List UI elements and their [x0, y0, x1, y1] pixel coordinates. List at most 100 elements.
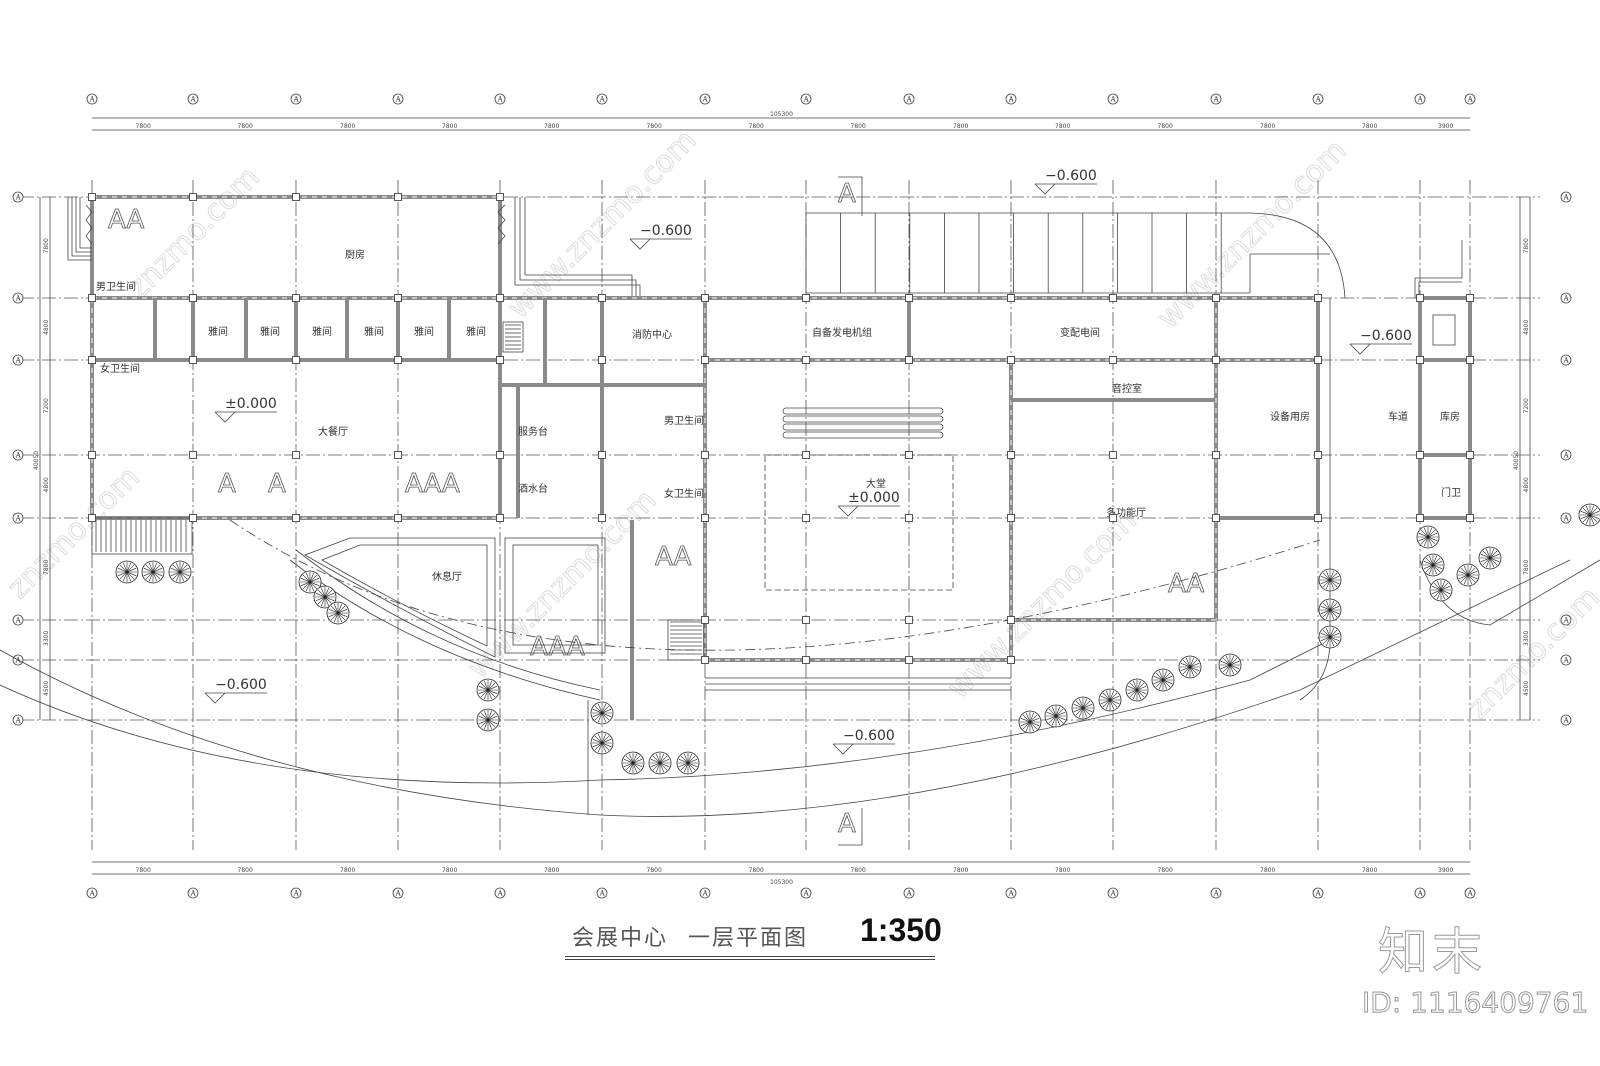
axis-bubble: A [494, 93, 506, 105]
tree-icon [141, 560, 165, 584]
svg-text:7800: 7800 [238, 123, 253, 130]
axis-bubble: A [1560, 292, 1572, 304]
svg-text:7800: 7800 [1260, 867, 1275, 874]
svg-text:±0.000: ±0.000 [848, 490, 900, 506]
axis-bubble: A [1005, 887, 1017, 899]
axis-bubble: A [86, 887, 98, 899]
section-marks: A A [838, 176, 863, 846]
svg-text:7800: 7800 [953, 123, 968, 130]
svg-text:7800: 7800 [43, 238, 50, 253]
svg-text:A: A [15, 452, 22, 460]
svg-text:znzmo.com: znzmo.com [1461, 580, 1600, 726]
axis-bubble: A [1107, 93, 1119, 105]
axis-bubble: A [1414, 887, 1426, 899]
svg-text:AA: AA [655, 542, 692, 572]
section-mark-top: A [838, 179, 856, 209]
overall-dimension-bottom: 105300 [770, 879, 793, 886]
axis-bubble: A [699, 887, 711, 899]
svg-text:7800: 7800 [238, 867, 253, 874]
room-label-substation: 变配电间 [1060, 326, 1100, 339]
axis-bubble: A [1464, 887, 1476, 899]
svg-text:7800: 7800 [136, 867, 151, 874]
tree-icon [1416, 525, 1440, 549]
svg-text:A: A [15, 717, 22, 725]
svg-text:7800: 7800 [647, 867, 662, 874]
svg-text:7800: 7800 [749, 123, 764, 130]
axis-bubble: A [903, 93, 915, 105]
svg-text:A: A [1110, 96, 1117, 104]
axis-bubble: A [12, 614, 24, 626]
svg-text:AA: AA [108, 205, 145, 235]
svg-text:A: A [1417, 96, 1424, 104]
axis-bubble: A [1560, 449, 1572, 461]
tree-icon [298, 570, 322, 594]
svg-text:7200: 7200 [43, 398, 50, 413]
svg-text:7800: 7800 [1260, 123, 1275, 130]
top-dimension-chain: 105300 [92, 111, 1470, 131]
svg-text:A: A [1213, 890, 1220, 898]
tree-icon [621, 751, 645, 775]
axis-bubble: A [1107, 887, 1119, 899]
tree-icon [1098, 688, 1122, 712]
svg-text:A: A [1467, 96, 1474, 104]
room-label-service-desk: 服务台 [518, 425, 548, 438]
svg-text:3900: 3900 [1438, 867, 1453, 874]
parking-stalls-top [805, 212, 1346, 701]
room-label-guard: 门卫 [1441, 486, 1461, 499]
axis-bubble: A [1210, 93, 1222, 105]
svg-text:A: A [803, 890, 810, 898]
svg-text:4800: 4800 [43, 320, 50, 335]
room-label-fire-control: 消防中心 [632, 328, 672, 341]
axis-bubble: A [596, 887, 608, 899]
svg-text:A: A [1213, 96, 1220, 104]
svg-text:−0.600: −0.600 [843, 728, 895, 744]
svg-text:A: A [906, 890, 913, 898]
drawing-subtitle: 一层平面图 [688, 926, 809, 951]
drawing-scale: 1:350 [860, 912, 942, 948]
room-label-generator: 自备发电机组 [812, 326, 872, 339]
room-label-private-room-4: 雅间 [364, 325, 384, 338]
side-dimension-chains [39, 197, 1531, 720]
level-marks: −0.600−0.600−0.600±0.000±0.000−0.600−0.6… [204, 168, 1412, 755]
axis-bubble: A [800, 93, 812, 105]
svg-text:A: A [15, 515, 22, 523]
room-label-mens-wc-west: 男卫生间 [96, 280, 136, 293]
svg-text:7800: 7800 [749, 867, 764, 874]
svg-text:7800: 7800 [1523, 238, 1530, 253]
room-labels: 厨房男卫生间女卫生间雅间雅间雅间雅间雅间雅间消防中心自备发电机组变配电间大餐厅服… [96, 248, 1461, 583]
axis-bubble: A [12, 512, 24, 524]
svg-text:A: A [268, 469, 286, 499]
level-mark-lobby: ±0.000 [837, 490, 900, 517]
room-label-lounge: 休息厅 [432, 570, 462, 583]
svg-text:A: A [1563, 295, 1570, 303]
axis-bubble: A [1210, 887, 1222, 899]
svg-text:−0.600: −0.600 [640, 223, 692, 239]
svg-text:A: A [190, 96, 197, 104]
tree-icon [1318, 625, 1342, 649]
level-mark-dining: ±0.000 [214, 396, 277, 423]
svg-text:A: A [1315, 96, 1322, 104]
section-mark-bottom: A [838, 809, 856, 839]
tree-icon [590, 731, 614, 755]
level-mark-kitchen-yard: −0.600 [629, 223, 692, 250]
tree-icon [476, 708, 500, 732]
svg-text:A: A [906, 96, 913, 104]
svg-text:7800: 7800 [851, 123, 866, 130]
svg-text:7800: 7800 [1523, 560, 1530, 575]
svg-text:A: A [803, 96, 810, 104]
axis-bubble: A [1560, 191, 1572, 203]
svg-text:A: A [190, 890, 197, 898]
axis-bubble: A [494, 887, 506, 899]
tree-icon [1178, 655, 1202, 679]
axis-bubble: A [1560, 714, 1572, 726]
room-label-driveway: 车道 [1388, 410, 1408, 423]
tree-icon [1044, 704, 1068, 728]
title-underline [565, 956, 935, 957]
svg-text:A: A [1110, 890, 1117, 898]
svg-text:7200: 7200 [1523, 398, 1530, 413]
axis-bubble: A [1312, 887, 1324, 899]
svg-text:7800: 7800 [442, 867, 457, 874]
tree-icon [648, 751, 672, 775]
tree-icon [1071, 696, 1095, 720]
